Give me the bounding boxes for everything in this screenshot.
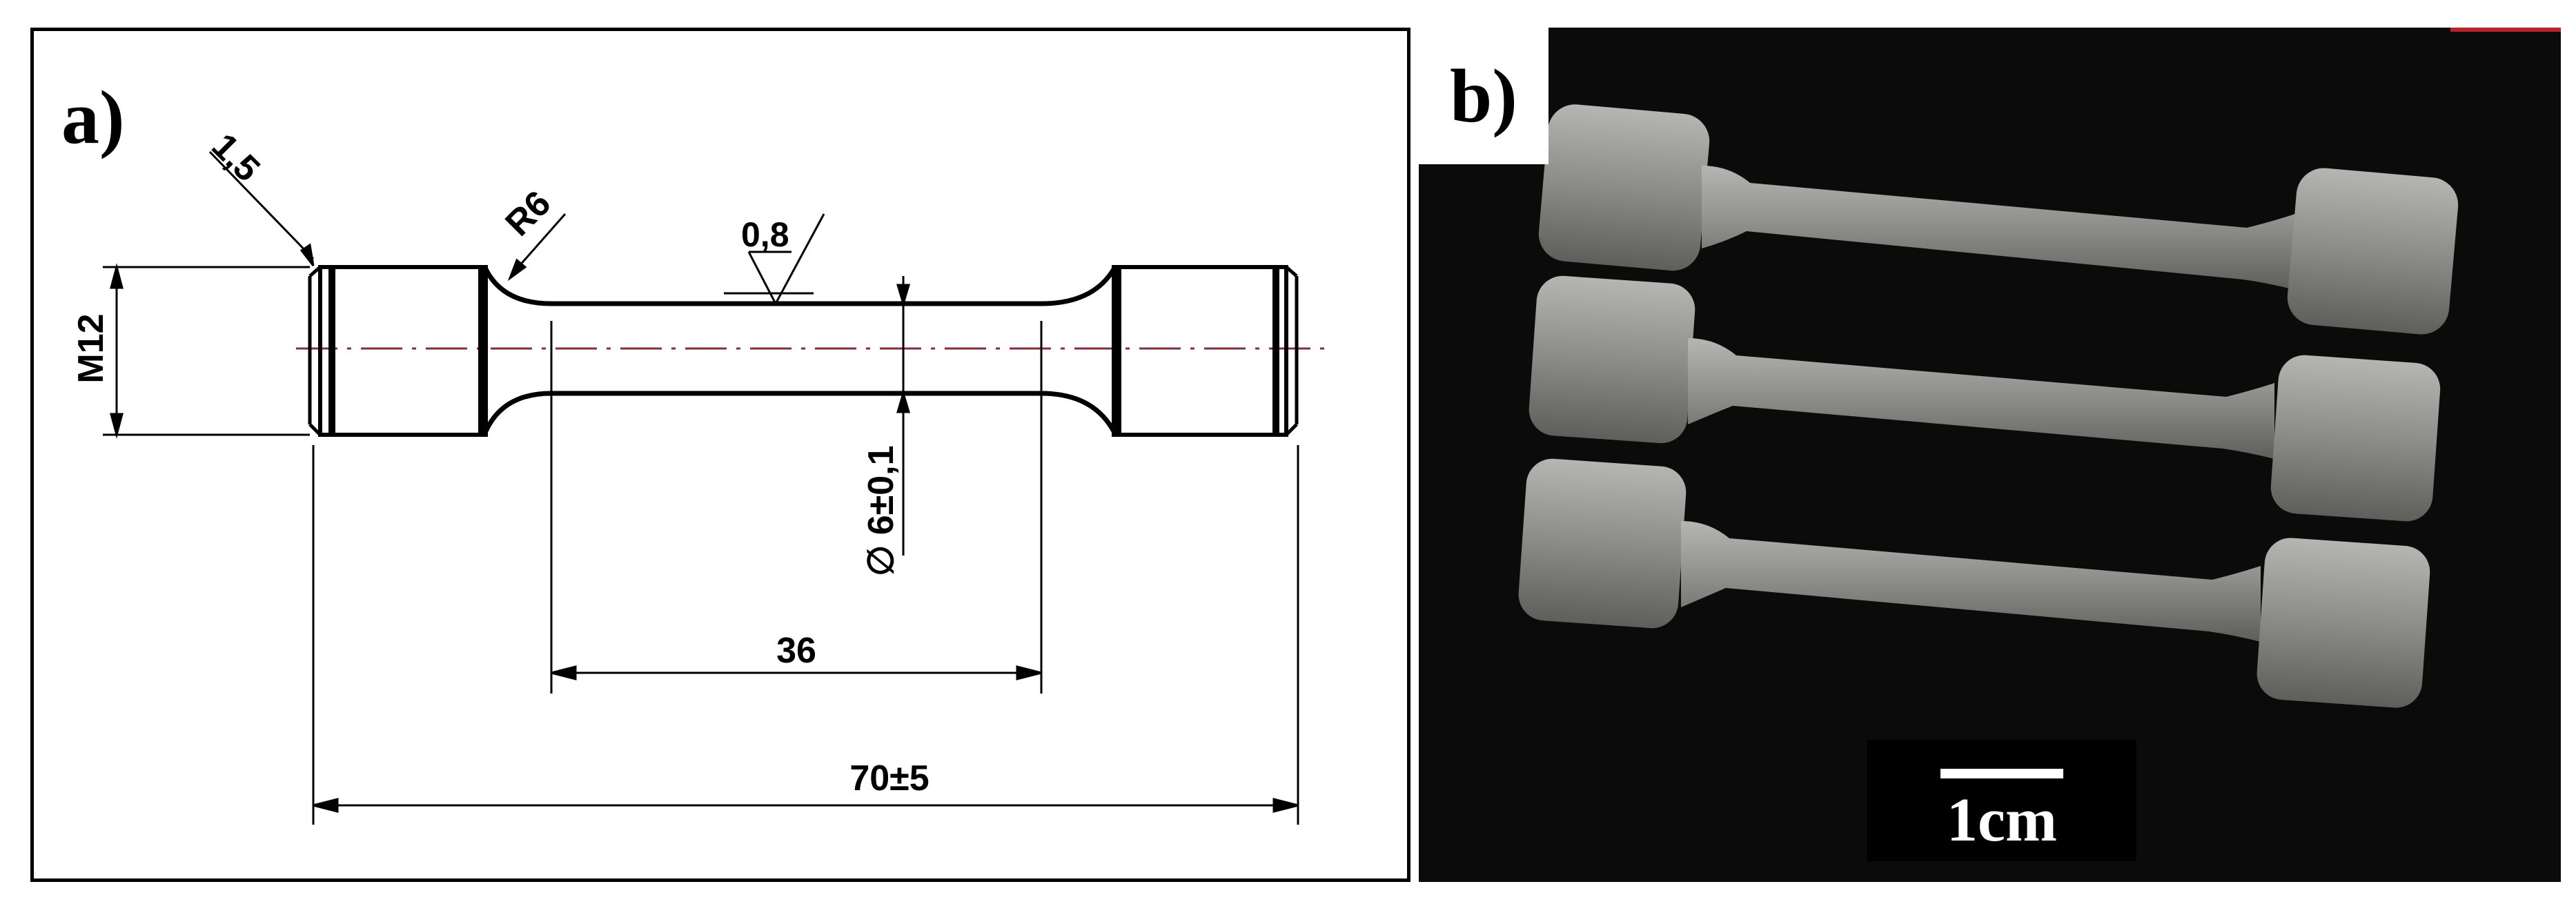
gauge-diameter-label: ∅ 6±0,1 <box>861 446 901 577</box>
panel-b-label: b) <box>1450 54 1517 138</box>
gauge-length-dimension <box>550 321 1043 694</box>
specimen-drawing: M12 1,5 R6 0,8 ∅ 6±0,1 <box>71 126 1331 825</box>
red-edge <box>2450 28 2561 32</box>
thread-dimension <box>103 263 310 439</box>
roughness-symbol <box>724 213 825 306</box>
specimen-photo-3 <box>1518 458 2430 708</box>
scale-bar-line <box>1940 769 2063 778</box>
scale-bar: 1cm <box>1867 740 2136 861</box>
panel-b-photo: b) 1cm <box>1419 28 2561 882</box>
specimen-photo-2 <box>1528 275 2441 522</box>
roughness-label: 0,8 <box>741 215 789 254</box>
gauge-length-label: 36 <box>776 631 816 671</box>
thread-label: M12 <box>71 313 111 383</box>
panel-b-label-box: b) <box>1419 28 1548 164</box>
radius-label: R6 <box>498 183 558 244</box>
total-length-dimension <box>312 445 1299 825</box>
specimen-photo <box>1518 104 2459 708</box>
total-length-label: 70±5 <box>849 758 929 798</box>
chamfer-label: 1,5 <box>204 126 268 189</box>
gauge-diameter-dimension <box>896 276 911 556</box>
specimen-outline <box>308 265 1299 437</box>
panel-a-label: a) <box>61 75 125 159</box>
specimen-photo-1 <box>1538 104 2459 335</box>
radius-leader <box>507 213 567 282</box>
chamfer-leader <box>208 150 315 266</box>
panel-a-drawing: a) <box>30 28 1410 882</box>
scale-bar-label: 1cm <box>1947 786 2057 854</box>
